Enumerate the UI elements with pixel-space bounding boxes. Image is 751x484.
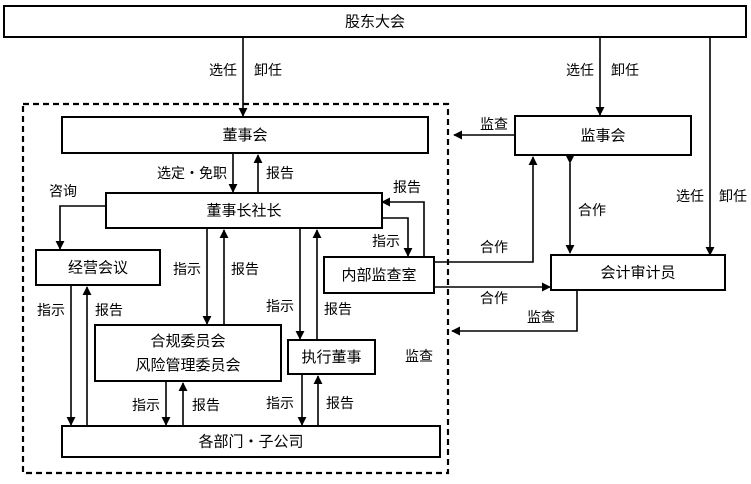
committees-label-line2: 风险管理委员会 bbox=[135, 356, 240, 374]
label-cooperate-auditors-accounting: 合作 bbox=[578, 203, 606, 219]
president-node: 董事长社长 bbox=[105, 192, 383, 229]
departments-node: 各部门・子公司 bbox=[61, 425, 441, 458]
label-report-committees: 报告 bbox=[231, 262, 259, 278]
internal-audit-node: 内部监查室 bbox=[323, 256, 435, 294]
company-enclosure bbox=[21, 102, 450, 475]
auditors-label: 监事会 bbox=[580, 127, 625, 145]
label-report-meeting-dept: 报告 bbox=[95, 303, 123, 319]
departments-box bbox=[61, 425, 441, 458]
label-monitor-from-accounting: 监查 bbox=[527, 310, 555, 326]
label-report-board: 报告 bbox=[266, 166, 294, 182]
accounting-auditor-node: 会计审计员 bbox=[550, 254, 726, 291]
label-instruct-ia: 指示 bbox=[372, 234, 400, 250]
committees-node: 合规委员会 风险管理委员会 bbox=[94, 324, 282, 382]
arrow-cooperate-auditors-ia bbox=[425, 156, 538, 267]
arrow-instruct-ia bbox=[382, 217, 413, 257]
board-label: 董事会 bbox=[222, 126, 267, 144]
departments-label: 各部门・子公司 bbox=[198, 433, 303, 451]
label-cooperate-auditors-ia: 合作 bbox=[480, 240, 508, 256]
label-report-committees-dept: 报告 bbox=[192, 398, 220, 414]
management-meeting-label: 经营会议 bbox=[68, 259, 128, 277]
label-report-ia: 报告 bbox=[393, 180, 421, 196]
label-instruct-committees: 指示 bbox=[173, 262, 201, 278]
label-instruct-meeting-dept: 指示 bbox=[37, 303, 65, 319]
shareholders-box bbox=[3, 5, 747, 38]
label-report-exec-dept: 报告 bbox=[326, 396, 354, 412]
auditors-node: 监事会 bbox=[514, 115, 692, 156]
label-elect-auditors: 选任 bbox=[566, 63, 594, 79]
label-dismiss-board: 卸任 bbox=[254, 63, 282, 79]
arrow-monitor-from-accounting bbox=[451, 290, 578, 336]
label-instruct-exec-dept: 指示 bbox=[266, 396, 294, 412]
label-instruct-committees-dept: 指示 bbox=[132, 398, 160, 414]
internal-audit-box bbox=[323, 256, 435, 294]
arrow-consult-meeting bbox=[55, 205, 106, 250]
management-meeting-node: 经营会议 bbox=[35, 249, 161, 286]
exec-director-label: 执行董事 bbox=[301, 348, 361, 366]
label-dismiss-auditors: 卸任 bbox=[611, 63, 639, 79]
accounting-auditor-box bbox=[550, 254, 726, 291]
shareholders-label: 股东大会 bbox=[345, 13, 405, 31]
exec-director-node: 执行董事 bbox=[287, 339, 376, 375]
committees-box bbox=[94, 324, 282, 382]
label-monitor-region: 监查 bbox=[405, 349, 433, 365]
label-consult: 咨询 bbox=[49, 184, 77, 200]
exec-director-box bbox=[287, 339, 376, 375]
management-meeting-box bbox=[35, 249, 161, 286]
label-elect-accounting: 选任 bbox=[676, 189, 704, 205]
arrow-report-from-ia bbox=[381, 197, 425, 258]
label-elect-board: 选任 bbox=[209, 63, 237, 79]
label-report-exec: 报告 bbox=[324, 302, 352, 318]
label-instruct-exec: 指示 bbox=[266, 299, 294, 315]
accounting-auditor-label: 会计审计员 bbox=[600, 264, 675, 282]
label-cooperate-ia-accounting: 合作 bbox=[480, 291, 508, 307]
connectors bbox=[55, 37, 715, 427]
label-dismiss-accounting: 卸任 bbox=[719, 189, 747, 205]
committees-label-line1: 合规委员会 bbox=[150, 332, 225, 350]
label-monitor-board: 监查 bbox=[480, 117, 508, 133]
president-label: 董事长社长 bbox=[206, 202, 281, 220]
edge-labels: 选任 卸任 选任 卸任 选任 卸任 监查 选定・免职 报告 咨询 报告 指示 合… bbox=[37, 63, 747, 414]
shareholders-node: 股东大会 bbox=[3, 5, 747, 38]
board-box bbox=[61, 116, 429, 154]
board-node: 董事会 bbox=[61, 116, 429, 154]
auditors-box bbox=[514, 115, 692, 156]
label-appoint-dismiss: 选定・免职 bbox=[157, 166, 227, 182]
president-box bbox=[105, 192, 383, 229]
internal-audit-label: 内部监查室 bbox=[341, 266, 416, 284]
